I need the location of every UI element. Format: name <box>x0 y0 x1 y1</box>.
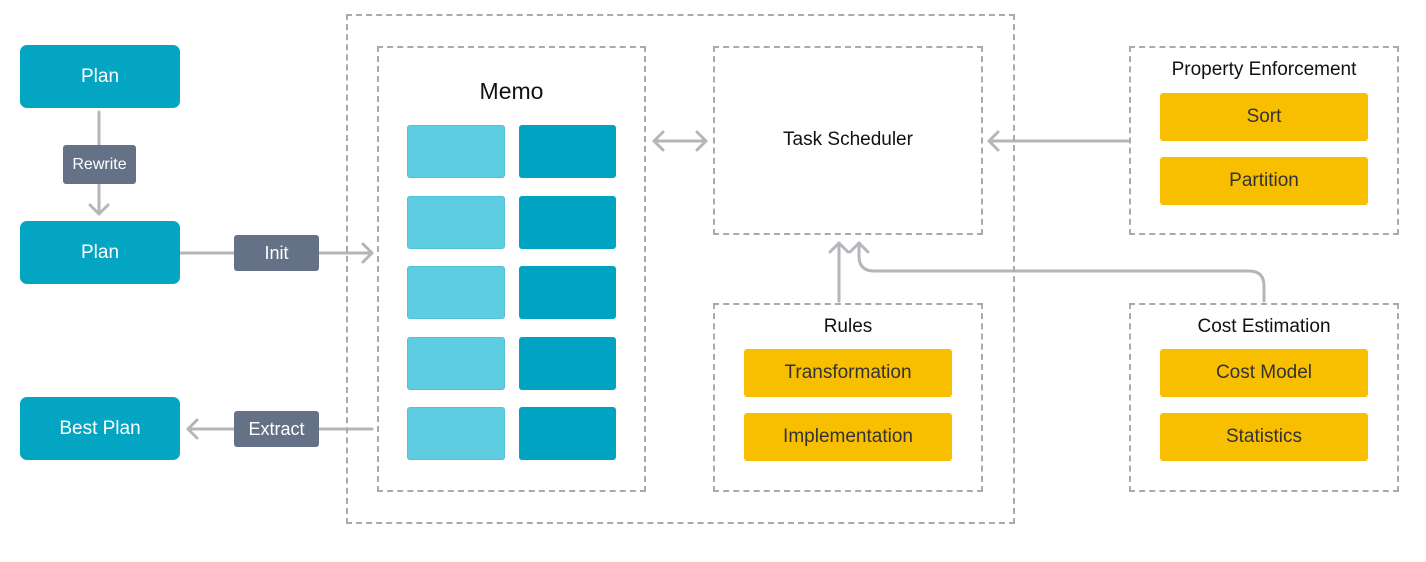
plan-box-middle: Plan <box>20 221 180 284</box>
extract-tag: Extract <box>234 411 319 447</box>
rewrite-arrow-head <box>88 203 110 216</box>
memo-scheduler-arrow-head-right <box>695 130 708 152</box>
memo-group-cell <box>407 407 505 460</box>
memo-expression-cell <box>519 266 616 319</box>
memo-title: Memo <box>479 78 544 104</box>
memo-expression-cell <box>519 407 616 460</box>
init-arrow-head <box>361 242 374 264</box>
cost-scheduler-arrow-head <box>848 241 870 254</box>
memo-group-cell <box>407 125 505 178</box>
task-scheduler-box: Task Scheduler <box>713 46 983 235</box>
best-plan-label: Best Plan <box>59 417 141 439</box>
rules-box: Rules <box>713 303 983 492</box>
task-scheduler-label: Task Scheduler <box>783 128 913 150</box>
plan-top-label: Plan <box>80 65 120 87</box>
cost-scheduler-arrow-line <box>857 241 1266 303</box>
extract-label: Extract <box>248 418 305 439</box>
memo-group-cell <box>407 266 505 319</box>
memo-group-cell <box>407 196 505 249</box>
property-sort-label: Sort <box>1246 106 1282 127</box>
plan-mid-label: Plan <box>80 241 120 263</box>
memo-expression-cell <box>519 337 616 390</box>
rule-transformation: Transformation <box>744 349 952 397</box>
property-sort: Sort <box>1160 93 1368 141</box>
property-enforcement-box: Property Enforcement <box>1129 46 1399 235</box>
init-tag: Init <box>234 235 319 271</box>
cost-model: Cost Model <box>1160 349 1368 397</box>
optimizer-container <box>346 14 1015 524</box>
memo-scheduler-arrow-head-left <box>652 130 665 152</box>
cost-statistics-label: Statistics <box>1225 426 1303 447</box>
rewrite-tag: Rewrite <box>63 145 136 184</box>
property-enforcement-title: Property Enforcement <box>1171 59 1357 80</box>
best-plan-box: Best Plan <box>20 397 180 460</box>
memo-expression-cell <box>519 196 616 249</box>
memo-group-cell <box>407 337 505 390</box>
property-scheduler-arrow-head <box>987 130 1000 152</box>
rule-implementation-label: Implementation <box>783 426 913 447</box>
rewrite-label: Rewrite <box>72 155 127 173</box>
property-partition: Partition <box>1160 157 1368 205</box>
memo-container: Memo <box>377 46 646 492</box>
rule-implementation: Implementation <box>744 413 952 461</box>
memo-expression-cell <box>519 125 616 178</box>
cost-statistics: Statistics <box>1160 413 1368 461</box>
cost-estimation-box: Cost Estimation <box>1129 303 1399 492</box>
rule-transformation-label: Transformation <box>784 362 912 383</box>
extract-arrow-head <box>186 418 199 440</box>
rules-title: Rules <box>823 316 873 337</box>
init-label: Init <box>264 242 289 263</box>
cost-estimation-title: Cost Estimation <box>1197 316 1331 337</box>
plan-box-top: Plan <box>20 45 180 108</box>
rules-scheduler-arrow-head <box>828 241 850 254</box>
property-partition-label: Partition <box>1229 170 1299 191</box>
cost-model-label: Cost Model <box>1215 362 1313 383</box>
